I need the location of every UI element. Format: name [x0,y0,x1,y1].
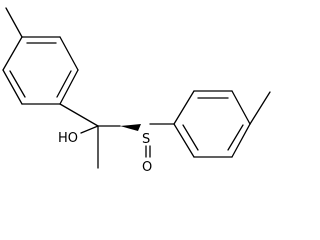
oxygen-label: O [142,160,152,175]
carbinol-center [59,103,121,169]
hydroxyl-label: HO [58,131,78,146]
methyl-bond-left [5,7,23,38]
ring-bond [231,123,251,158]
ring-bond [2,36,23,71]
ring-to-carbinol-bond [59,103,99,127]
sulfinyl-bonds [145,123,175,158]
ring-bond [59,69,79,105]
chemical-structure: HO S O [2,7,271,175]
ring-bond [173,123,195,158]
ring-bond [59,36,79,71]
stereo-wedge-bond [120,124,141,131]
ring-bond [2,69,23,105]
ring-bond [173,90,195,125]
ring-bond [231,90,251,125]
p-tolyl-ring-left [2,7,79,105]
methyl-bond-right [249,91,271,125]
ring-double-bond [227,124,244,151]
ring-double-bond [9,70,26,98]
ring-double-bond [56,70,72,98]
hydroxyl-bond [80,125,99,134]
ring-double-bond [182,124,199,151]
p-tolyl-ring-right [173,90,271,158]
sulfur-label: S [142,132,150,147]
